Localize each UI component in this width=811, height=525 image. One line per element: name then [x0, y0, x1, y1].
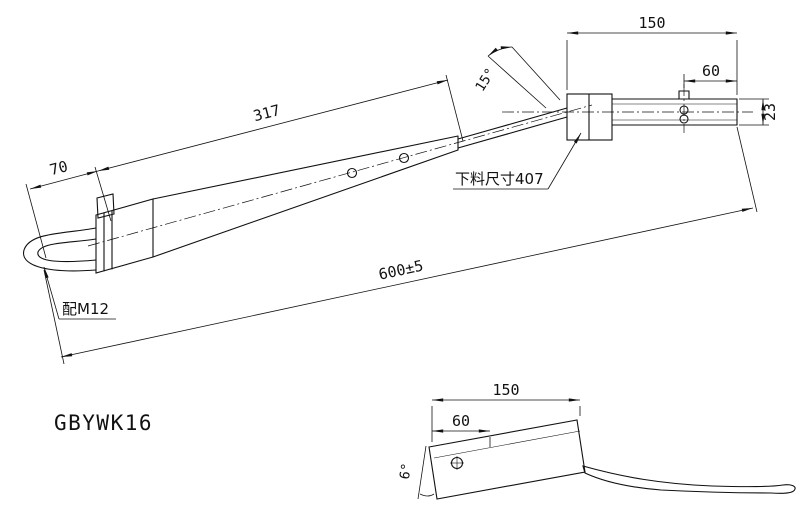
part-number: GBYWK16 [54, 411, 153, 435]
dim-label-6deg: 6° [397, 462, 416, 481]
mount-plate [428, 419, 586, 500]
dimension-bend-angle: 15° [472, 46, 561, 109]
extension-line [43, 269, 65, 365]
dim-label-150-bottom: 150 [492, 381, 519, 399]
adjust-screw [675, 90, 693, 124]
bottom-view: 150 60 6° [397, 381, 796, 500]
wiper-arm-outline [23, 107, 568, 274]
angle-arc [419, 493, 435, 497]
dim-label-60-bottom: 60 [452, 412, 470, 430]
screw-hole [679, 105, 689, 115]
dim-label-150: 150 [638, 14, 665, 32]
hook-fit-label: 配M12 [62, 300, 109, 318]
leader-hook-fit: 配M12 [43, 266, 116, 320]
blade-outline [582, 465, 796, 494]
leader-blank-size: 下料尺寸407 [453, 132, 582, 190]
leader-line [43, 266, 60, 320]
centerlines [87, 84, 753, 247]
blade-profile [582, 465, 796, 494]
plate-inner-line [433, 430, 581, 459]
dimension-overall-length: 600±5 [43, 126, 758, 365]
angle-extension-line [487, 55, 547, 109]
dim-label-70: 70 [48, 157, 70, 179]
extension-line [736, 126, 758, 213]
dim-label-15deg: 15° [472, 65, 498, 94]
dim-label-60: 60 [702, 62, 720, 80]
angle-reference-line [417, 445, 427, 500]
dim-label-600: 600±5 [377, 257, 425, 284]
dimension-line [60, 207, 754, 358]
blank-size-label: 下料尺寸407 [455, 170, 544, 188]
hook-connector-block [95, 198, 154, 274]
screw-hole [679, 114, 689, 124]
arm-rivet-hole [398, 152, 410, 164]
hook-inner-curve [37, 238, 97, 263]
dimension-channel-height: 23 [739, 98, 779, 126]
angle-extension-line [511, 46, 561, 101]
taper-top-edge [152, 135, 459, 200]
main-view: 150 60 23 70 317 [23, 14, 779, 435]
dimension-plate-hole-offset: 60 [432, 412, 491, 447]
rod-top-edge [457, 107, 568, 140]
dimension-hook-and-taper: 70 317 [25, 74, 464, 259]
dimension-line-70 [29, 170, 99, 190]
dimension-plate-length: 150 [431, 381, 581, 442]
head-assembly [566, 90, 738, 141]
leader-line [547, 132, 582, 190]
hook-outer-curve [23, 227, 97, 272]
dim-label-23: 23 [761, 103, 779, 121]
rod-bottom-edge [457, 116, 568, 149]
dimension-line-317 [97, 79, 449, 172]
taper-bottom-edge [152, 149, 459, 258]
dimension-tilt-angle: 6° [397, 445, 435, 500]
extension-line [445, 74, 464, 142]
dimension-head-length: 150 [566, 14, 738, 95]
dimension-screw-offset: 60 [683, 62, 737, 88]
extension-line [25, 183, 47, 259]
angle-arc [487, 46, 513, 57]
dim-label-317: 317 [251, 101, 282, 125]
